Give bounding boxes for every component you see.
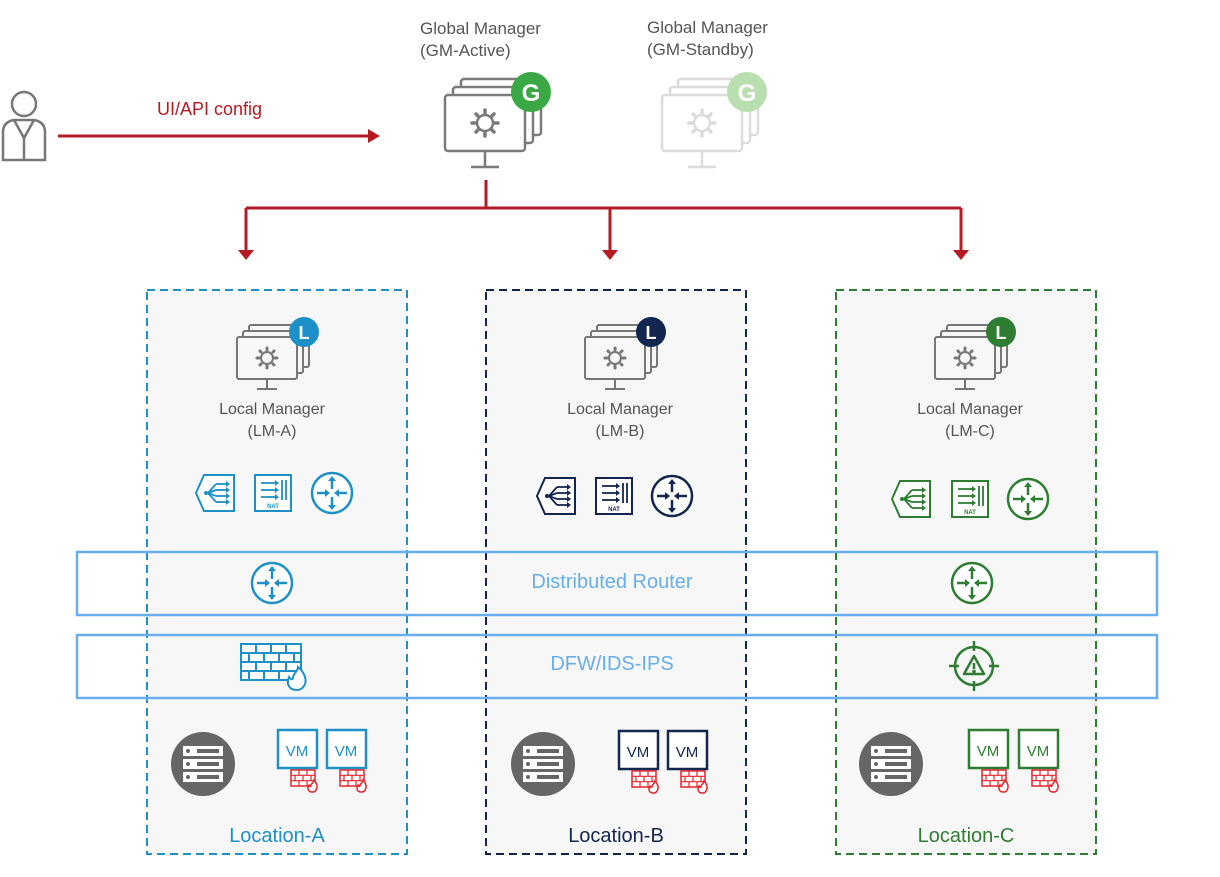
svg-text:VM: VM — [335, 743, 358, 760]
user-icon — [1, 90, 47, 162]
distribution-arrows — [238, 180, 969, 260]
svg-text:NAT: NAT — [964, 510, 976, 516]
location-a-nat-icon: NAT — [254, 474, 292, 512]
gm-active-badge-letter: G — [522, 80, 541, 107]
distributed-router-band — [75, 550, 1159, 617]
lm-c-label: Local Manager (LM-C) — [885, 399, 1055, 443]
lm-a-badge: L — [289, 317, 319, 347]
gm-active-role: (GM-Active) — [420, 41, 511, 60]
location-b-vm-2-icon: VM — [666, 729, 709, 794]
location-c-distributed-router-icon — [950, 561, 994, 605]
lm-a-id: (LM-A) — [247, 423, 297, 440]
location-a-vm-1-icon: VM — [276, 728, 319, 793]
location-c-server-icon — [859, 732, 923, 796]
gm-standby-name: Global Manager — [647, 18, 768, 37]
lm-b-badge-letter: L — [646, 323, 657, 343]
location-c-router-icon — [1006, 477, 1050, 521]
lm-b-label: Local Manager (LM-B) — [535, 399, 705, 443]
location-c-vm-2-icon: VM — [1017, 728, 1060, 793]
svg-text:NAT: NAT — [267, 504, 279, 510]
security-label: DFW/IDS-IPS — [550, 653, 674, 675]
svg-text:VM: VM — [286, 743, 309, 760]
svg-text:VM: VM — [977, 743, 1000, 760]
svg-text:VM: VM — [676, 744, 699, 761]
firewall-icon — [240, 643, 307, 692]
lm-a-label: Local Manager (LM-A) — [187, 399, 357, 443]
location-c-load-balancer-icon — [891, 480, 931, 518]
lm-c-badge-letter: L — [996, 323, 1007, 343]
location-b-server-icon — [511, 732, 575, 796]
lm-c-name: Local Manager — [917, 401, 1023, 418]
ids-ips-icon — [949, 641, 999, 691]
svg-text:VM: VM — [1027, 743, 1050, 760]
gm-standby-role: (GM-Standby) — [647, 40, 754, 59]
location-a-router-icon — [310, 471, 354, 515]
gm-active-name: Global Manager — [420, 19, 541, 38]
location-c-vm-1-icon: VM — [967, 728, 1010, 793]
location-a-load-balancer-icon — [195, 474, 235, 512]
lm-b-badge: L — [636, 317, 666, 347]
distributed-router-label: Distributed Router — [531, 571, 693, 593]
lm-b-id: (LM-B) — [595, 423, 645, 440]
location-b-load-balancer-icon — [536, 477, 576, 515]
gm-standby-badge-letter: G — [738, 80, 757, 107]
location-b-nat-icon: NAT — [595, 477, 633, 515]
lm-c-id: (LM-C) — [945, 423, 995, 440]
location-b-name: Location-B — [568, 825, 664, 847]
lm-a-badge-letter: L — [299, 323, 310, 343]
location-c-name: Location-C — [917, 825, 1015, 847]
location-c-nat-icon: NAT — [951, 480, 989, 518]
location-a-distributed-router-icon — [250, 561, 294, 605]
location-b-vm-1-icon: VM — [617, 729, 660, 794]
gm-active-badge: G — [511, 72, 551, 112]
lm-b-name: Local Manager — [567, 401, 673, 418]
location-b-router-icon — [650, 474, 694, 518]
location-a-vm-2-icon: VM — [325, 728, 368, 793]
svg-text:NAT: NAT — [608, 507, 620, 513]
lm-c-badge: L — [986, 317, 1016, 347]
config-label: UI/API config — [157, 99, 263, 119]
gm-active-label: Global Manager (GM-Active) — [420, 18, 541, 62]
security-band — [75, 633, 1159, 700]
lm-a-name: Local Manager — [219, 401, 325, 418]
svg-text:VM: VM — [627, 744, 650, 761]
gm-standby-label: Global Manager (GM-Standby) — [647, 17, 768, 61]
location-a-server-icon — [171, 732, 235, 796]
config-arrow — [58, 129, 380, 143]
gm-standby-badge: G — [727, 72, 767, 112]
location-a-name: Location-A — [229, 825, 325, 847]
